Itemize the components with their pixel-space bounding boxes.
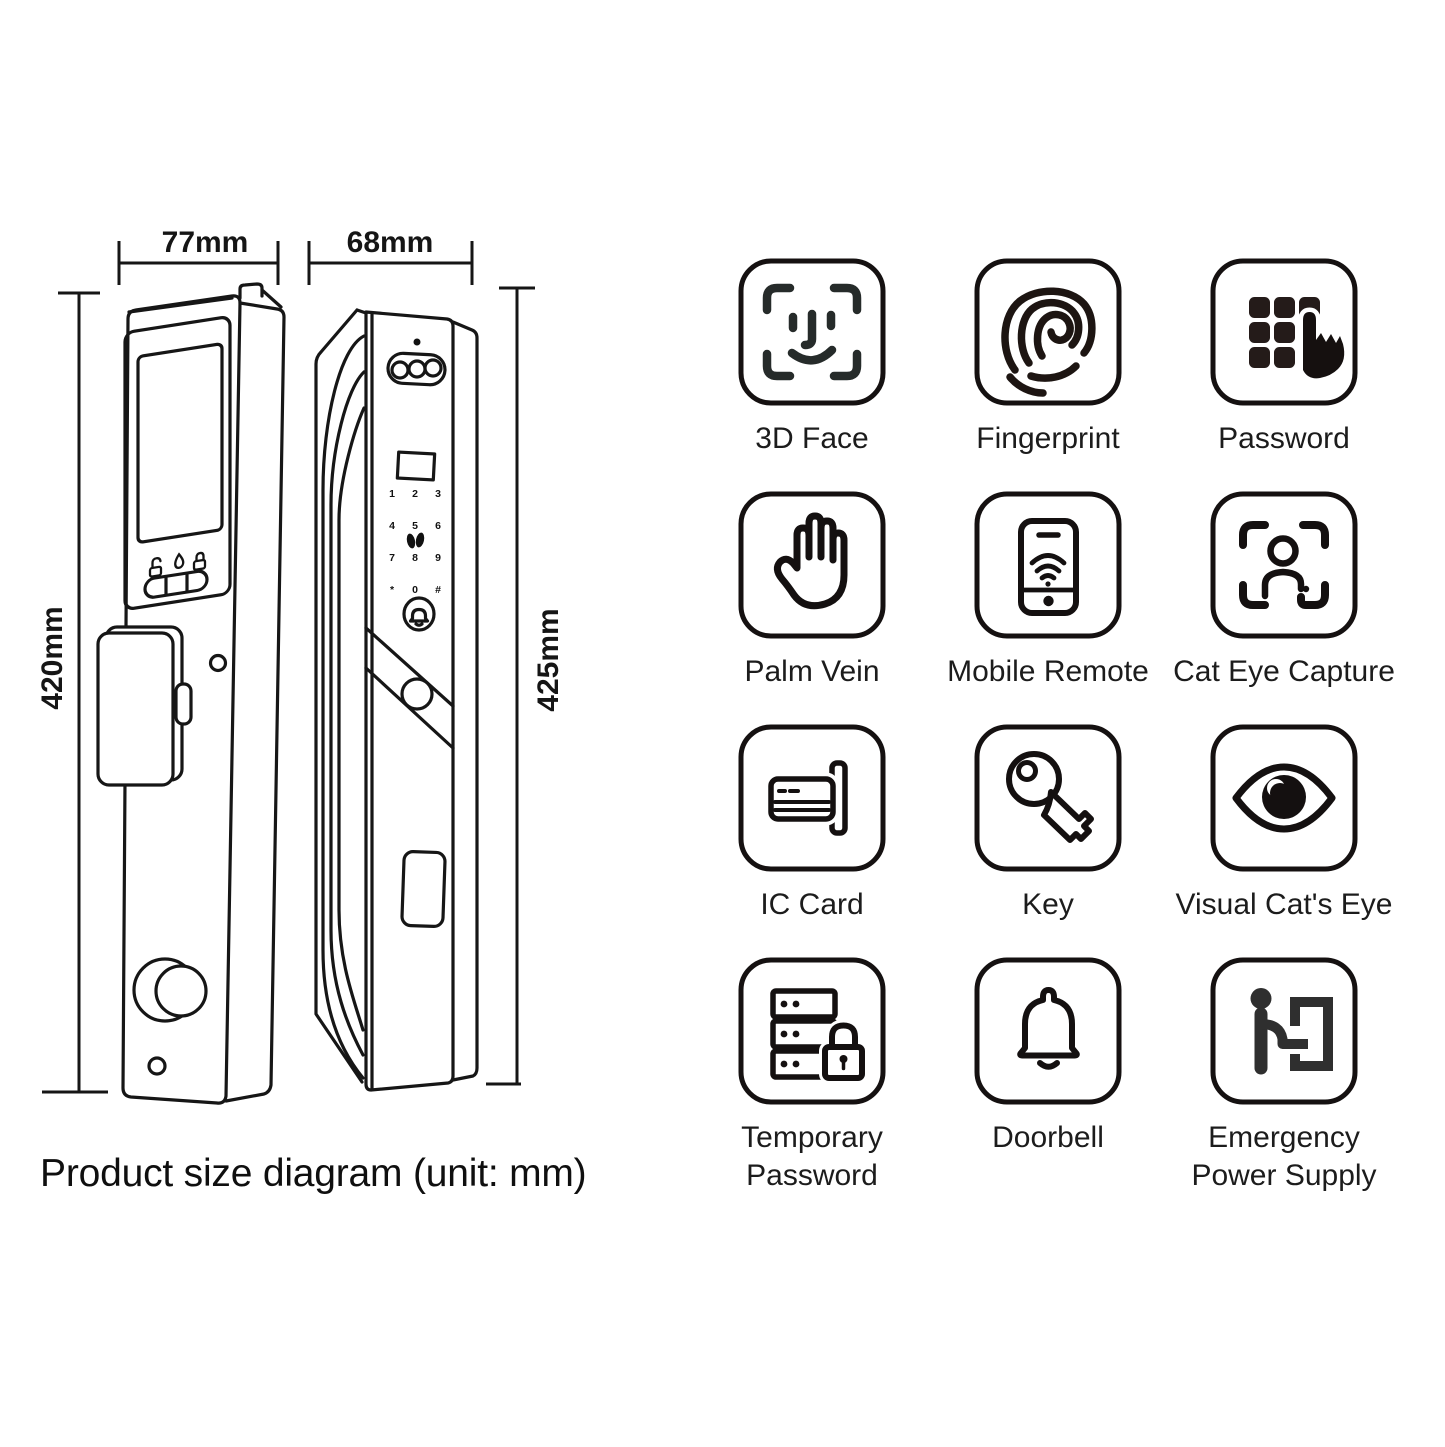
svg-text:2: 2 <box>412 488 418 500</box>
feature-3d-face: 3D Face <box>737 257 887 490</box>
features-grid: 3D Face Fingerprint <box>737 257 1395 1192</box>
svg-text:8: 8 <box>412 552 418 564</box>
feature-label: Key <box>1022 888 1074 921</box>
feature-label: Cat Eye Capture <box>1173 655 1395 688</box>
front-width-label: 77mm <box>162 226 249 259</box>
eye-icon <box>1210 724 1358 872</box>
feature-visual-cats-eye: Visual Cat's Eye <box>1176 723 1392 956</box>
card-reader-window <box>400 850 447 929</box>
feature-label: Palm Vein <box>744 655 880 688</box>
fingerprint-icon <box>974 258 1122 406</box>
smart-lock-side-view: 1 2 3 4 5 6 7 8 9 * 0 # <box>314 308 479 1092</box>
dimension-lines: 77mm 68mm 420mm 425mm <box>36 226 565 1094</box>
feature-emergency-power: Emergency Power Supply <box>1191 956 1377 1192</box>
svg-text:1: 1 <box>389 488 395 500</box>
key-icon <box>974 724 1122 872</box>
feature-password: Password <box>1209 257 1359 490</box>
keyhole <box>147 1056 167 1076</box>
front-screen <box>136 342 224 544</box>
ic-card-icon <box>738 724 886 872</box>
feature-label: Emergency Power Supply <box>1191 1121 1377 1192</box>
feature-label: Doorbell <box>992 1121 1104 1154</box>
front-height-label: 420mm <box>36 606 69 709</box>
svg-text:3: 3 <box>435 488 441 500</box>
feature-doorbell: Doorbell <box>973 956 1123 1189</box>
feature-label: 3D Face <box>755 422 869 455</box>
feature-label: Password <box>1218 422 1350 455</box>
svg-text:#: # <box>435 584 441 596</box>
display-window <box>395 450 437 482</box>
handle-box <box>96 625 193 787</box>
feature-palm-vein: Palm Vein <box>737 490 887 723</box>
face-scan-icon <box>738 258 886 406</box>
feature-label: Visual Cat's Eye <box>1175 888 1393 921</box>
camera-module <box>386 351 447 387</box>
feature-label: IC Card <box>760 888 864 921</box>
smart-lock-front-view <box>96 282 286 1105</box>
feature-label: Temporary Password <box>741 1121 883 1192</box>
diagram-caption: Product size diagram (unit: mm) <box>40 1152 587 1195</box>
lock-indicator-icon <box>192 558 207 571</box>
person-scan-icon <box>1210 491 1358 639</box>
feature-fingerprint: Fingerprint <box>973 257 1123 490</box>
person-power-icon <box>1210 957 1358 1105</box>
svg-text:7: 7 <box>389 552 395 564</box>
power-connector <box>1290 997 1333 1071</box>
palm-icon <box>738 491 886 639</box>
feature-key: Key <box>973 723 1123 956</box>
bell-icon <box>974 957 1122 1105</box>
side-height-label: 425mm <box>532 608 565 711</box>
knob <box>132 957 208 1023</box>
sensor-dot <box>413 338 421 346</box>
feature-temporary-password: Temporary Password <box>737 956 887 1192</box>
side-width-label: 68mm <box>347 226 434 259</box>
keypad: 1 2 3 4 5 6 7 8 9 * 0 # <box>389 488 441 596</box>
feature-ic-card: IC Card <box>737 723 887 956</box>
svg-text:*: * <box>390 584 395 596</box>
padlock <box>819 1019 868 1084</box>
phone-wifi-icon <box>974 491 1122 639</box>
feature-cat-eye-capture: Cat Eye Capture <box>1173 490 1395 723</box>
svg-text:5: 5 <box>412 520 418 532</box>
feature-label: Mobile Remote <box>947 655 1149 688</box>
front-panel-bezel <box>123 316 232 610</box>
peephole-camera <box>400 677 434 711</box>
drop-indicator-icon <box>174 552 185 570</box>
front-button-bar <box>143 569 209 599</box>
fingerprint-sensor <box>406 533 416 549</box>
svg-text:9: 9 <box>435 552 441 564</box>
feature-label: Fingerprint <box>976 422 1120 455</box>
product-size-diagram: 77mm 68mm 420mm 425mm <box>36 226 565 1105</box>
unlock-indicator-icon <box>148 565 163 578</box>
doorbell-button <box>402 596 436 632</box>
svg-text:0: 0 <box>412 584 418 596</box>
list-lock-icon <box>738 957 886 1105</box>
feature-mobile-remote: Mobile Remote <box>947 490 1149 723</box>
keypad-press-icon <box>1210 258 1358 406</box>
svg-text:6: 6 <box>435 520 441 532</box>
svg-text:4: 4 <box>389 520 395 532</box>
